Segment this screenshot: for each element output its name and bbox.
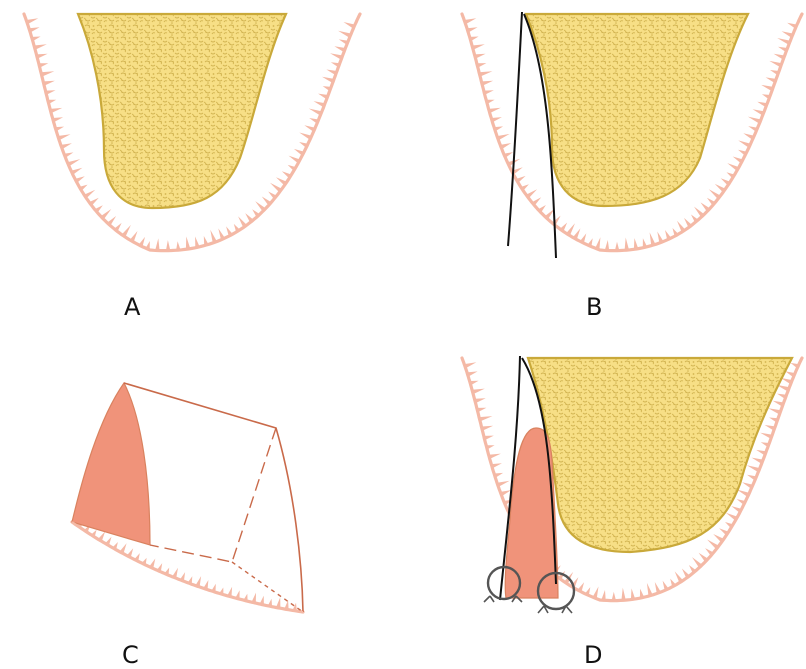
panel-d: D [462,356,802,669]
panel-label-a: A [124,293,141,321]
connective-tissue-graft-icon [72,383,150,545]
graft-bottom-edge [72,522,303,612]
graft-top-edge [124,383,303,612]
alveolar-bone-icon [78,14,286,208]
graft-hidden-edge [150,428,276,562]
alveolar-bone-icon [526,14,748,206]
incision-icon [508,12,522,246]
connective-tissue-graft-icon [505,428,558,598]
panel-label-c: C [122,641,139,669]
panel-c: C [72,383,303,669]
panel-b: B [462,12,802,321]
panel-label-d: D [584,641,602,669]
panel-label-b: B [586,293,602,321]
alveolar-bone-icon [528,358,792,552]
panel-a: A [24,14,360,321]
